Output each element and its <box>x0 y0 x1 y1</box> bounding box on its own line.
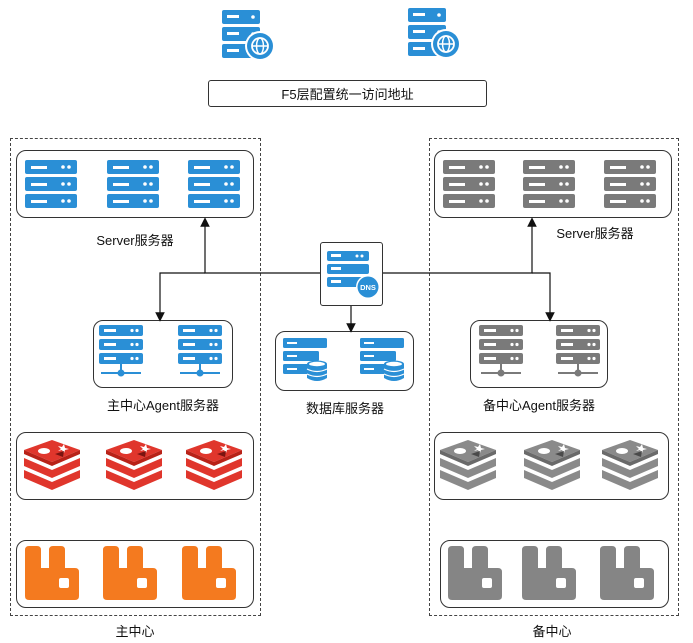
main-redis-icon-1 <box>24 440 80 490</box>
main-redis-icon-3 <box>186 440 242 490</box>
main-mq-icon-1 <box>25 546 79 600</box>
f5-web-server-icon-right <box>406 6 466 62</box>
main-center-region <box>10 138 261 616</box>
f5-address-box: F5层配置统一访问地址 <box>208 80 487 107</box>
backup-agent-icon-1 <box>478 324 524 378</box>
main-server-icon-1 <box>25 160 77 208</box>
backup-redis-icon-3 <box>602 440 658 490</box>
backup-mq-icon-2 <box>522 546 576 600</box>
backup-center-title: 备中心 <box>532 624 572 639</box>
f5-address-label: F5层配置统一访问地址 <box>281 87 414 102</box>
backup-center-region <box>429 138 679 616</box>
main-center-title: 主中心 <box>115 624 155 639</box>
backup-mq-icon-1 <box>448 546 502 600</box>
main-mq-icon-2 <box>103 546 157 600</box>
f5-web-server-icon-left <box>220 8 280 64</box>
backup-agent-label: 备中心Agent服务器 <box>483 398 595 413</box>
connector-lines <box>155 217 555 333</box>
dns-badge-text: DNS <box>360 283 376 292</box>
main-agent-icon-1 <box>98 324 144 378</box>
main-agent-icon-2 <box>177 324 223 378</box>
main-server-icon-2 <box>107 160 159 208</box>
main-mq-icon-3 <box>182 546 236 600</box>
backup-mq-icon-3 <box>600 546 654 600</box>
main-server-icon-3 <box>188 160 240 208</box>
main-agent-label: 主中心Agent服务器 <box>107 398 219 413</box>
backup-redis-icon-1 <box>440 440 496 490</box>
database-label: 数据库服务器 <box>305 401 384 416</box>
main-server-label: Server服务器 <box>96 233 174 248</box>
main-redis-icon-2 <box>106 440 162 490</box>
backup-server-icon-3 <box>604 160 656 208</box>
database-icon-2 <box>359 337 405 382</box>
backup-server-icon-2 <box>523 160 575 208</box>
database-icon-1 <box>282 337 328 382</box>
backup-server-label: Server服务器 <box>556 226 634 241</box>
dns-server-icon: DNS <box>327 251 380 299</box>
backup-server-icon-1 <box>443 160 495 208</box>
backup-redis-icon-2 <box>524 440 580 490</box>
backup-agent-icon-2 <box>555 324 601 378</box>
